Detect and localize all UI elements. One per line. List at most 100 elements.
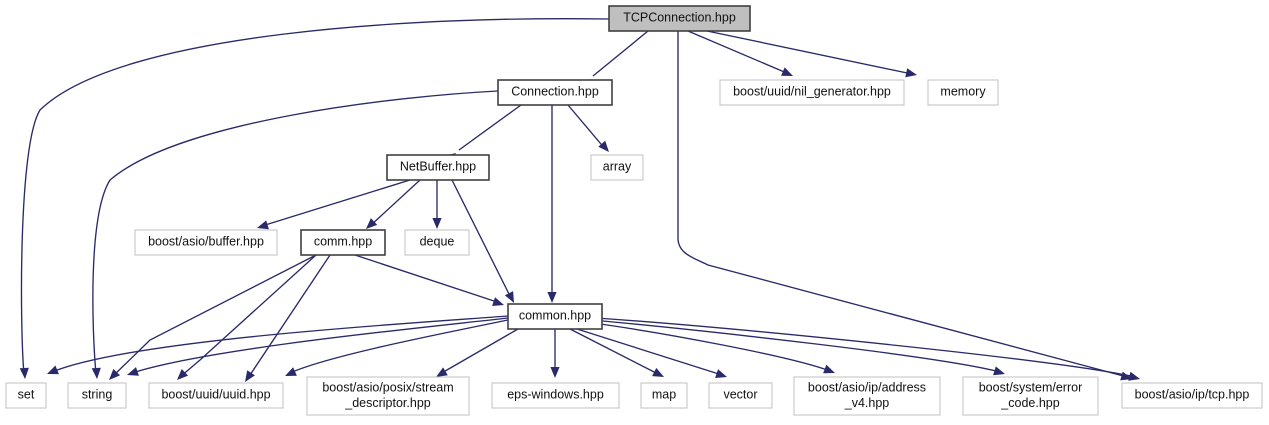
node-label-map: map <box>652 388 676 402</box>
arrow-head <box>432 218 442 229</box>
arrow-head <box>550 367 560 378</box>
node-comm[interactable]: comm.hpp <box>300 229 386 256</box>
arrow-head <box>177 369 189 380</box>
node-vector[interactable]: vector <box>708 382 773 409</box>
arrow-head <box>715 369 727 378</box>
node-label-nil_generator: boost/uuid/nil_generator.hpp <box>733 85 891 99</box>
node-box-address_v4[interactable] <box>793 376 941 416</box>
arrow-head <box>285 367 297 376</box>
node-label-asio_buffer: boost/asio/buffer.hpp <box>148 235 264 249</box>
node-box-asio_buffer[interactable] <box>134 229 278 256</box>
arrow-head <box>47 365 59 375</box>
arrow-head <box>91 367 101 379</box>
node-label-deque: deque <box>420 235 455 249</box>
arrow-head <box>598 140 609 152</box>
node-uuid[interactable]: boost/uuid/uuid.hpp <box>148 382 284 409</box>
edge-connection-to-common <box>547 105 557 303</box>
node-box-nil_generator[interactable] <box>719 79 905 106</box>
edge-common-to-string <box>127 317 509 376</box>
edge-netbuffer-to-common <box>451 179 514 303</box>
edge-comm-to-uuid <box>245 254 331 382</box>
node-label-address_v4: boost/asio/ip/address_v4.hpp <box>808 381 926 411</box>
node-box-connection[interactable] <box>497 79 613 106</box>
node-label-tcp: boost/asio/ip/tcp.hpp <box>1135 388 1250 402</box>
node-address_v4[interactable]: boost/asio/ip/address_v4.hpp <box>793 376 941 416</box>
arrow-head <box>492 297 504 306</box>
node-map[interactable]: map <box>640 382 688 409</box>
edge-tcpconnection-to-memory <box>706 30 917 78</box>
node-box-eps_windows[interactable] <box>491 382 620 409</box>
node-label-tcpconnection: TCPConnection.hpp <box>623 11 736 25</box>
node-label-stream_desc: boost/asio/posix/stream_descriptor.hpp <box>322 381 453 411</box>
arrow-head <box>823 364 835 374</box>
edge-common-to-address_v4 <box>585 321 835 374</box>
node-box-common[interactable] <box>507 303 603 330</box>
edge-netbuffer-to-deque <box>432 180 442 229</box>
node-box-memory[interactable] <box>927 79 999 106</box>
node-label-vector: vector <box>723 388 757 402</box>
edge-connection-to-array <box>567 104 609 152</box>
node-memory[interactable]: memory <box>927 79 999 106</box>
edge-connection-to-string <box>91 90 499 379</box>
edge-common-to-set <box>47 315 509 375</box>
arrow-head <box>905 68 917 78</box>
node-box-set[interactable] <box>5 382 47 409</box>
node-netbuffer[interactable]: NetBuffer.hpp <box>386 154 490 181</box>
arrow-head <box>781 67 793 76</box>
node-box-deque[interactable] <box>404 229 470 256</box>
node-connection[interactable]: Connection.hpp <box>497 79 613 106</box>
node-box-map[interactable] <box>640 382 688 409</box>
node-box-array[interactable] <box>590 154 644 181</box>
node-nil_generator[interactable]: boost/uuid/nil_generator.hpp <box>719 79 905 106</box>
arrow-head <box>127 367 139 376</box>
node-label-common: common.hpp <box>519 309 591 323</box>
node-stream_desc[interactable]: boost/asio/posix/stream_descriptor.hpp <box>306 376 470 416</box>
arrow-head <box>504 291 514 303</box>
arrow-head <box>366 218 378 229</box>
arrow-head <box>257 220 269 230</box>
node-label-string: string <box>82 388 113 402</box>
node-box-vector[interactable] <box>708 382 773 409</box>
edge-common-to-error_code <box>591 319 1005 376</box>
node-tcpconnection[interactable]: TCPConnection.hpp <box>608 5 751 32</box>
node-box-netbuffer[interactable] <box>386 154 490 181</box>
node-box-stream_desc[interactable] <box>306 376 470 416</box>
edge-tcpconnection-to-nil_generator <box>687 30 793 76</box>
node-asio_buffer[interactable]: boost/asio/buffer.hpp <box>134 229 278 256</box>
edge-common-to-eps_windows <box>550 329 560 378</box>
node-label-error_code: boost/system/error_code.hpp <box>979 381 1083 411</box>
node-box-tcpconnection[interactable] <box>608 5 751 32</box>
arrow-head <box>109 368 120 380</box>
node-string[interactable]: string <box>67 382 127 409</box>
node-box-comm[interactable] <box>300 229 386 256</box>
node-array[interactable]: array <box>590 154 644 181</box>
node-box-tcp[interactable] <box>1121 382 1263 409</box>
node-deque[interactable]: deque <box>404 229 470 256</box>
arrow-head <box>547 292 557 303</box>
edge-common-to-vector <box>576 328 727 378</box>
node-box-error_code[interactable] <box>962 376 1099 416</box>
node-box-string[interactable] <box>67 382 127 409</box>
arrow-head <box>19 367 29 379</box>
node-label-array: array <box>603 160 632 174</box>
edge-common-to-map <box>569 328 664 377</box>
node-eps_windows[interactable]: eps-windows.hpp <box>491 382 620 409</box>
node-error_code[interactable]: boost/system/error_code.hpp <box>962 376 1099 416</box>
node-set[interactable]: set <box>5 382 47 409</box>
arrow-head <box>245 370 255 382</box>
node-common[interactable]: common.hpp <box>507 303 603 330</box>
node-label-comm: comm.hpp <box>314 235 372 249</box>
edge-common-to-stream_desc <box>436 328 519 377</box>
node-label-set: set <box>18 388 35 402</box>
node-label-connection: Connection.hpp <box>511 85 599 99</box>
node-label-memory: memory <box>940 85 986 99</box>
node-label-eps_windows: eps-windows.hpp <box>507 388 604 402</box>
edge-comm-to-stream_desc <box>177 254 317 380</box>
edge-comm-to-string <box>109 254 317 380</box>
node-box-uuid[interactable] <box>148 382 284 409</box>
arrow-head <box>652 367 664 377</box>
node-tcp[interactable]: boost/asio/ip/tcp.hpp <box>1121 382 1263 409</box>
